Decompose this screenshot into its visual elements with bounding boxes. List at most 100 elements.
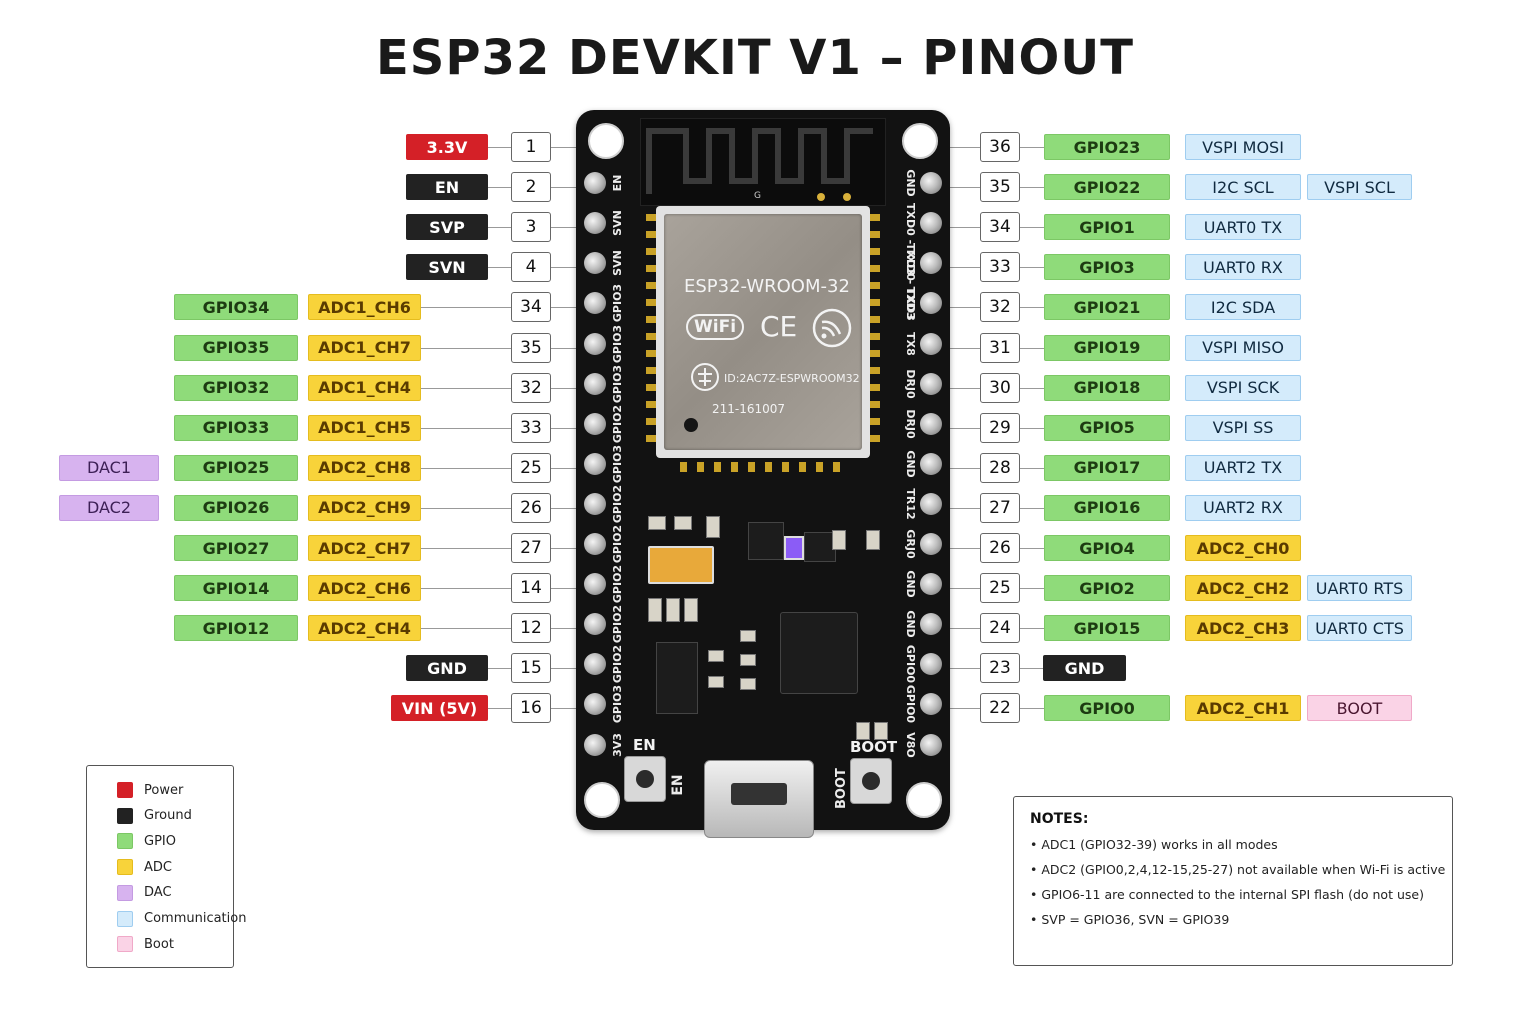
- left-pin-11-label-gpio: GPIO14: [174, 575, 298, 602]
- right-pin-1-label-comm: VSPI SCL: [1307, 174, 1412, 201]
- legend-item-boot: Boot: [117, 934, 174, 954]
- legend-label: Power: [144, 782, 184, 798]
- module-shield: ESP32-WROOM-32 WiFi CE ID:2AC7Z-ESPWROOM…: [664, 214, 862, 450]
- right-pin-7-leader-line: [1020, 428, 1044, 429]
- left-pin-14-label-power: VIN (5V): [391, 695, 488, 722]
- module-castellation: [870, 333, 880, 340]
- usb-uart-chip: [780, 612, 858, 694]
- module-castellation: [646, 214, 656, 221]
- right-pin-13-leader-line: [1020, 668, 1044, 669]
- right-pin-12-label-adc: ADC2_CH3: [1185, 615, 1301, 642]
- smd-component: [708, 650, 724, 662]
- page-title: ESP32 DEVKIT V1 – PINOUT: [375, 30, 1135, 86]
- left-pin-1-label-ground: EN: [406, 174, 488, 201]
- left-pin-1-number: 2: [511, 172, 551, 203]
- module-castellation: [646, 299, 656, 306]
- right-pin-12-number: 24: [980, 613, 1020, 644]
- module-castellation: [646, 231, 656, 238]
- right-pin-6-label-gpio: GPIO18: [1044, 374, 1170, 401]
- left-pin-4-label-gpio: GPIO34: [174, 294, 298, 321]
- boot-button-cap: [862, 772, 880, 790]
- left-silk-label: EN: [611, 174, 624, 192]
- right-pin-1-leader-line: [1020, 187, 1044, 188]
- right-pin-11-number: 25: [980, 573, 1020, 604]
- mount-hole-top-left: [588, 123, 624, 159]
- module-castellation: [646, 435, 656, 442]
- right-header-pad: [920, 252, 942, 275]
- en-button[interactable]: [624, 756, 666, 802]
- right-pin-14-leader-line: [1020, 708, 1044, 709]
- left-pin-5-leader-line: [551, 348, 598, 349]
- left-pin-8-label-gpio: GPIO25: [174, 454, 298, 481]
- left-pin-0-leader-line: [551, 147, 598, 148]
- legend-item-dac: DAC: [117, 883, 172, 903]
- mount-hole-bottom-left: [584, 782, 620, 818]
- smd-component: [740, 630, 756, 642]
- right-pin-4-number: 32: [980, 292, 1020, 323]
- right-pin-8-leader-line: [1020, 468, 1044, 469]
- certification-icon: [691, 363, 719, 391]
- right-header-pad: [920, 693, 942, 716]
- left-pin-10-leader-line: [421, 548, 511, 549]
- en-button-side-label: EN: [670, 774, 686, 796]
- right-pin-11-leader-line: [1020, 588, 1044, 589]
- module-castellation: [870, 401, 880, 408]
- left-header-pad: [584, 492, 606, 515]
- right-pin-11-label-adc: ADC2_CH2: [1185, 575, 1301, 602]
- right-pin-5-label-gpio: GPIO19: [1044, 334, 1170, 361]
- right-pin-2-leader-line: [930, 227, 980, 228]
- antenna-silk-label: G: [754, 191, 761, 201]
- right-silk-label: GPIO0: [904, 685, 917, 724]
- wifi-logo: WiFi: [686, 314, 745, 340]
- micro-usb-port[interactable]: [704, 760, 814, 838]
- left-pin-4-leader-line: [421, 307, 511, 308]
- espressif-logo-icon: [812, 308, 852, 348]
- left-pin-11-leader-line: [421, 588, 511, 589]
- module-castellation: [870, 384, 880, 391]
- legend-item-gpio: GPIO: [117, 831, 176, 851]
- left-pin-4-label-adc: ADC1_CH6: [308, 294, 421, 321]
- left-pin-6-label-adc: ADC1_CH4: [308, 374, 421, 401]
- right-header-pad: [920, 212, 942, 235]
- mount-hole-bottom-right: [906, 782, 942, 818]
- left-pin-7-label-adc: ADC1_CH5: [308, 414, 421, 441]
- legend-label: ADC: [144, 859, 172, 875]
- left-pin-9-label-adc: ADC2_CH9: [308, 494, 421, 521]
- boot-button[interactable]: [850, 758, 892, 804]
- module-castellation: [646, 265, 656, 272]
- module-castellation: [646, 384, 656, 391]
- antenna-area: G: [640, 118, 886, 206]
- left-pin-13-label-ground: GND: [406, 655, 488, 682]
- left-header-pad: [584, 252, 606, 275]
- left-pin-0-number: 1: [511, 132, 551, 162]
- left-pin-2-number: 3: [511, 212, 551, 243]
- module-castellation: [646, 248, 656, 255]
- module-castellation: [870, 435, 880, 442]
- status-led: [784, 536, 804, 560]
- left-pin-9-number: 26: [511, 492, 551, 523]
- right-pin-6-number: 30: [980, 372, 1020, 403]
- right-pin-8-label-comm: UART2 TX: [1185, 454, 1301, 481]
- left-pin-6-label-gpio: GPIO32: [174, 374, 298, 401]
- right-pin-7-number: 29: [980, 412, 1020, 443]
- smd-component: [866, 530, 880, 550]
- right-header-pad: [920, 613, 942, 636]
- left-silk-label: GPIO2: [611, 524, 624, 564]
- note-item: • ADC1 (GPIO32-39) works in all modes: [1030, 837, 1278, 852]
- right-pin-5-number: 31: [980, 332, 1020, 363]
- notes-box: NOTES: • ADC1 (GPIO32-39) works in all m…: [1013, 796, 1453, 966]
- right-pin-6-label-comm: VSPI SCK: [1185, 374, 1301, 401]
- boot-button-side-label: BOOT: [834, 768, 849, 809]
- right-pin-0-leader-line: [930, 147, 980, 148]
- right-header-pad: [920, 653, 942, 676]
- right-pin-3-number: 33: [980, 252, 1020, 283]
- right-silk-label: GND: [904, 169, 917, 197]
- left-header-pad: [584, 292, 606, 315]
- right-silk-label: GND: [904, 610, 917, 638]
- right-pin-10-label-gpio: GPIO4: [1044, 535, 1170, 561]
- right-header-pad: [920, 533, 942, 555]
- right-header-pad: [920, 492, 942, 515]
- right-pin-4-label-gpio: GPIO21: [1044, 294, 1170, 321]
- left-pin-14-number: 16: [511, 693, 551, 724]
- right-pin-3-label-gpio: GPIO3: [1044, 254, 1170, 281]
